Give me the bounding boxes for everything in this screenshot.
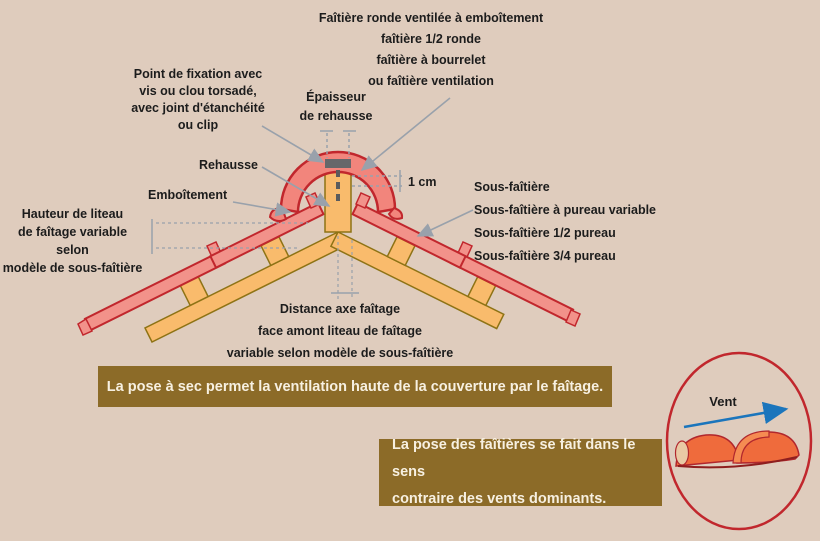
- tile-right-upper: [351, 201, 467, 269]
- wind-label: Vent: [709, 394, 737, 409]
- hauteur-liteau-label: Hauteur de liteau de faîtage variable se…: [2, 207, 143, 275]
- one-cm-label: 1 cm: [408, 175, 437, 189]
- distance-label: Distance axe faîtage face amont liteau d…: [226, 302, 454, 360]
- arrow-fixation: [261, 125, 325, 163]
- note-vents-line1: La pose des faîtières se fait dans le se…: [392, 437, 636, 480]
- roof-board-right: [329, 230, 505, 330]
- arrow-sous-faitiere: [416, 209, 474, 237]
- arrow-emboitement: [232, 201, 292, 217]
- tile-right-lower-foot: [565, 309, 581, 327]
- tile-right-upper-hook: [355, 192, 371, 209]
- inset-tile-shadow: [677, 456, 798, 469]
- tile-left-upper-hook: [305, 192, 321, 209]
- tile-left-lower-foot: [77, 317, 94, 336]
- wind-arrow: [683, 401, 789, 429]
- arrow-ridge-types: [360, 97, 451, 172]
- arrow-rehausse: [261, 166, 331, 207]
- ridge-tile-lip-right: [387, 206, 404, 220]
- emboitement-label: Emboîtement: [148, 188, 228, 202]
- inset-tile-collar: [732, 430, 770, 464]
- note-ventilation: La pose à sec permet la ventilation haut…: [98, 366, 612, 407]
- ridge-types-label: Faîtière ronde ventilée à emboîtement fa…: [318, 11, 544, 88]
- fixation-clip: [325, 159, 351, 168]
- epaisseur-label: Épaisseur de rehausse: [299, 90, 373, 123]
- fixation-label: Point de fixation avec vis ou clou torsa…: [131, 67, 265, 132]
- inset-ellipse: [665, 351, 813, 531]
- sous-faitieres-label: Sous-faîtière Sous-faîtière à pureau var…: [474, 180, 657, 263]
- note-vents: La pose des faîtières se fait dans le se…: [379, 437, 662, 507]
- rehausse-label: Rehausse: [198, 158, 258, 172]
- note-ventilation-text: La pose à sec permet la ventilation haut…: [106, 378, 604, 395]
- inset-tile-left-opening: [674, 440, 690, 466]
- note-vents-line2: contraire des vents dominants.: [392, 491, 607, 507]
- tile-left-upper: [209, 201, 325, 269]
